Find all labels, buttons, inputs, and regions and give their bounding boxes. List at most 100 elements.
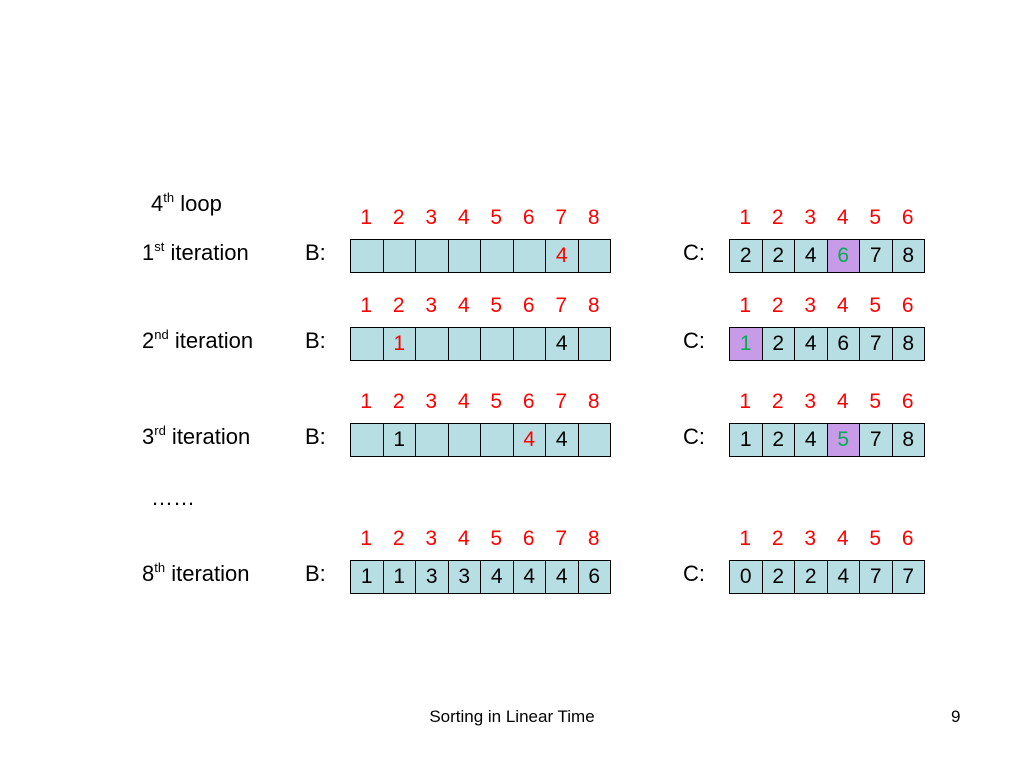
- b-array-cell: [351, 240, 384, 272]
- b-array-cell: 3: [448, 561, 481, 593]
- b-array-cell: 4: [546, 561, 579, 593]
- b-array-cell: 1: [383, 424, 416, 456]
- b-array-cell: 4: [481, 561, 514, 593]
- b-index: 1: [360, 390, 373, 413]
- b-index: 2: [392, 294, 405, 317]
- c-array-cell: 2: [730, 240, 763, 272]
- b-array-cell: [351, 424, 384, 456]
- iteration-number: 8: [142, 561, 155, 586]
- c-index: 5: [869, 390, 882, 413]
- iteration-text: iteration: [165, 424, 251, 449]
- b-array-cell: [578, 240, 611, 272]
- c-array-cell: 2: [762, 561, 795, 593]
- b-array-cell: 6: [578, 561, 611, 593]
- b-index: 3: [425, 294, 438, 317]
- b-index: 3: [425, 527, 438, 550]
- c-array-cell: 8: [892, 328, 925, 360]
- b-index: 6: [522, 390, 535, 413]
- heading-ordinal-suffix: th: [163, 190, 175, 205]
- b-index: 2: [392, 527, 405, 550]
- b-array-cell: [351, 328, 384, 360]
- b-array-cell: [513, 240, 546, 272]
- b-array-label: B:: [305, 424, 326, 449]
- c-array-cell: 8: [892, 424, 925, 456]
- b-array-cell: [448, 240, 481, 272]
- b-array-cell: 4: [513, 561, 546, 593]
- c-index: 2: [771, 294, 784, 317]
- ellipsis: ……: [151, 485, 195, 510]
- c-array-cell: 5: [827, 424, 860, 456]
- c-index: 4: [836, 206, 849, 229]
- iteration-ordinal-suffix: rd: [154, 423, 166, 438]
- b-index: 2: [392, 390, 405, 413]
- c-index: 3: [804, 294, 817, 317]
- b-array-cell: 4: [546, 240, 579, 272]
- b-index: 7: [555, 527, 568, 550]
- c-array-cell: 1: [730, 424, 763, 456]
- b-index: 3: [425, 390, 438, 413]
- iteration-number: 3: [142, 424, 155, 449]
- b-index: 5: [490, 206, 503, 229]
- b-array-cell: [416, 424, 449, 456]
- c-index: 1: [739, 390, 752, 413]
- c-index: 4: [836, 294, 849, 317]
- c-array-cell: 4: [827, 561, 860, 593]
- iteration-label-4: 8th iteration: [142, 560, 249, 588]
- b-index: 6: [522, 527, 535, 550]
- b-index: 8: [587, 527, 600, 550]
- b-array-cell: 4: [513, 424, 546, 456]
- c-array-cell: 2: [762, 424, 795, 456]
- b-array-cell: 4: [546, 328, 579, 360]
- b-index: 4: [457, 390, 470, 413]
- c-array-cell: 1: [730, 328, 763, 360]
- b-index: 8: [587, 206, 600, 229]
- c-index: 1: [739, 206, 752, 229]
- iteration-ordinal-suffix: nd: [154, 327, 169, 342]
- b-index: 4: [457, 527, 470, 550]
- iteration-text: iteration: [165, 561, 250, 586]
- b-array-cell: [481, 328, 514, 360]
- iteration-text: iteration: [168, 328, 254, 353]
- c-array-cell: 8: [892, 240, 925, 272]
- b-index: 8: [587, 294, 600, 317]
- b-index: 5: [490, 527, 503, 550]
- c-index: 2: [771, 527, 784, 550]
- iteration-label-2: 2nd iteration: [142, 327, 253, 355]
- b-index: 6: [522, 294, 535, 317]
- c-index: 1: [739, 294, 752, 317]
- c-array-cell: 7: [860, 561, 893, 593]
- c-array-label: C:: [683, 240, 705, 265]
- c-index: 2: [771, 390, 784, 413]
- c-array-cell: 4: [795, 240, 828, 272]
- c-index: 6: [901, 294, 914, 317]
- b-array-cell: [513, 328, 546, 360]
- c-array-label: C:: [683, 424, 705, 449]
- c-array-cell: 7: [860, 328, 893, 360]
- b-index: 3: [425, 206, 438, 229]
- c-array-cell: 6: [827, 328, 860, 360]
- c-index: 6: [901, 527, 914, 550]
- b-array-1: 4: [350, 239, 611, 273]
- iteration-text: iteration: [164, 240, 249, 265]
- iteration-number: 1: [142, 240, 155, 265]
- c-array-label: C:: [683, 328, 705, 353]
- b-array-cell: 4: [546, 424, 579, 456]
- c-index: 5: [869, 527, 882, 550]
- heading-text: loop: [174, 191, 222, 216]
- b-array-cell: 3: [416, 561, 449, 593]
- b-index: 1: [360, 294, 373, 317]
- c-index: 4: [836, 390, 849, 413]
- c-array-cell: 0: [730, 561, 763, 593]
- b-index: 2: [392, 206, 405, 229]
- c-index: 6: [901, 390, 914, 413]
- page-number: 9: [951, 707, 961, 726]
- b-array-cell: 1: [351, 561, 384, 593]
- footer-title: Sorting in Linear Time: [429, 707, 595, 726]
